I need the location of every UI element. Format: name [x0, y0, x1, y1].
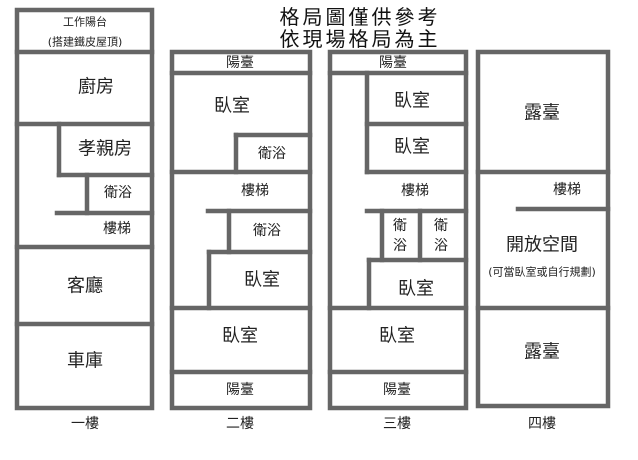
room-bathroom: 衛浴 [104, 185, 132, 201]
floor-outline [475, 49, 611, 409]
floor-2-label: 二樓 [226, 416, 254, 432]
room-bedroom-4: 臥室 [379, 326, 415, 347]
room-stairs: 樓梯 [401, 183, 429, 199]
room-living: 客廳 [67, 276, 103, 297]
room-bathroom-1-a: 衛 [393, 218, 407, 234]
room-bedroom-2: 臥室 [394, 137, 430, 158]
room-balcony-back: 陽臺 [383, 382, 411, 398]
walls [14, 7, 611, 411]
room-bedroom-3: 臥室 [398, 279, 434, 300]
room-bathroom-2: 衛浴 [253, 223, 281, 239]
room-work-balcony-note: (搭建鐵皮屋頂) [48, 35, 123, 49]
room-terrace-front: 露臺 [524, 103, 560, 124]
room-bedroom-1: 臥室 [214, 96, 250, 117]
room-bedroom-3: 臥室 [222, 326, 258, 347]
floor-1-plan: 工作陽台 (搭建鐵皮屋頂) 廚房 孝親房 衛浴 樓梯 客廳 車庫 一樓 [48, 15, 132, 433]
floor-outline [327, 49, 469, 411]
floor-2-plan: 陽臺 臥室 衛浴 樓梯 衛浴 臥室 臥室 陽臺 二樓 [214, 55, 286, 432]
room-bathroom-1: 衛浴 [258, 146, 286, 162]
room-open-space: 開放空間 [506, 235, 578, 256]
room-stairs: 樓梯 [553, 182, 581, 198]
floor-outline [169, 49, 313, 411]
room-stairs: 樓梯 [103, 221, 131, 237]
room-terrace-back: 露臺 [524, 342, 560, 363]
room-bedroom-2: 臥室 [244, 270, 280, 291]
room-balcony-back: 陽臺 [226, 382, 254, 398]
floor-1-label: 一樓 [71, 416, 99, 432]
title-line-1: 格局圖僅供參考 [280, 5, 441, 29]
room-kitchen: 廚房 [78, 76, 114, 98]
room-bathroom-2-a: 衛 [434, 218, 448, 234]
title-line-2: 依現場格局為主 [280, 27, 441, 51]
floor-outline [14, 7, 155, 411]
room-stairs: 樓梯 [241, 183, 269, 199]
floor-4-label: 四樓 [528, 416, 556, 432]
room-bathroom-2-b: 浴 [434, 238, 448, 254]
room-balcony-front: 陽臺 [226, 55, 254, 71]
room-bedroom-1: 臥室 [394, 91, 430, 112]
room-open-space-note: (可當臥室或自行規劃) [488, 265, 596, 279]
room-garage: 車庫 [67, 351, 103, 372]
floor-3-label: 三樓 [383, 416, 411, 432]
floor-3-plan: 陽臺 臥室 臥室 樓梯 衛 浴 衛 浴 臥室 臥室 陽臺 三樓 [379, 55, 448, 432]
room-elder: 孝親房 [78, 139, 132, 160]
room-bathroom-1-b: 浴 [393, 238, 407, 254]
room-work-balcony: 工作陽台 [63, 15, 107, 29]
room-balcony-front: 陽臺 [379, 55, 407, 71]
floor-4-plan: 露臺 樓梯 開放空間 (可當臥室或自行規劃) 露臺 四樓 [488, 103, 596, 433]
